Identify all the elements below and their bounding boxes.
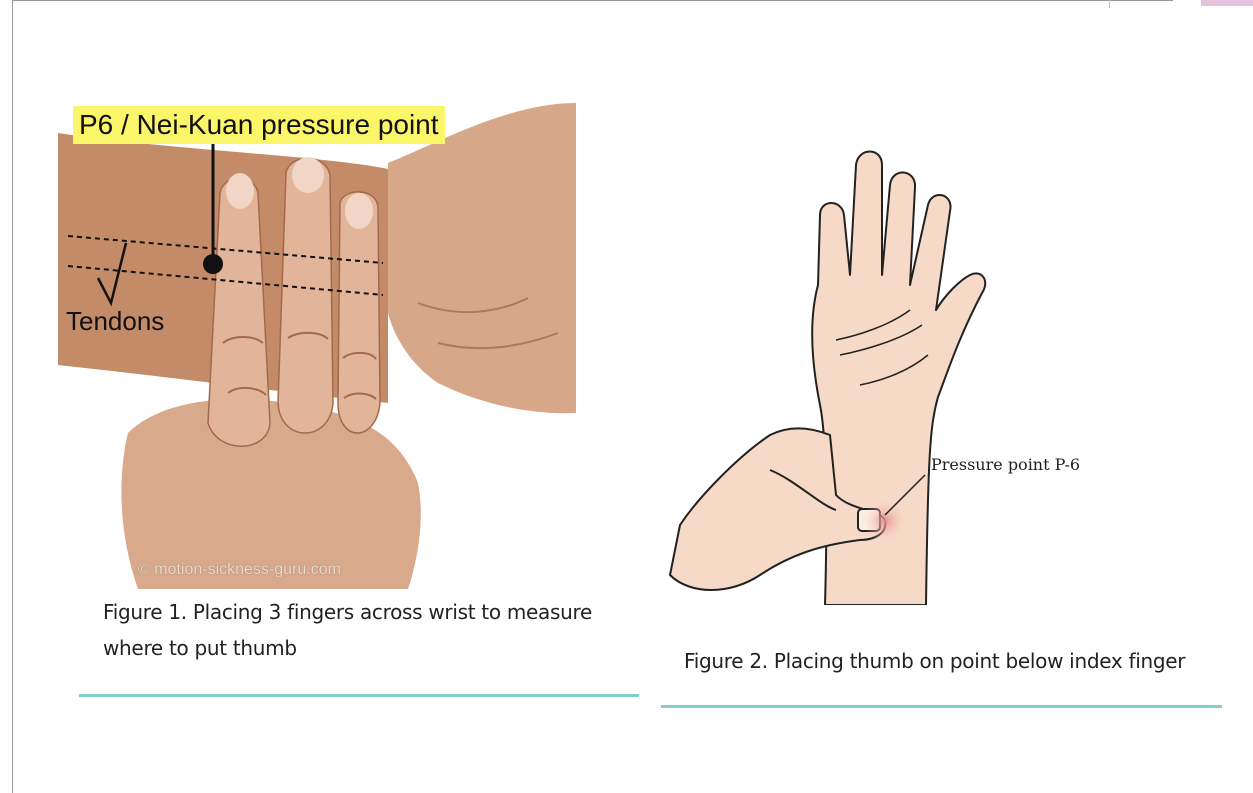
pressure-point-p6-label: Pressure point P-6 <box>931 455 1080 474</box>
figure2-illustration <box>660 135 1130 605</box>
figure1-divider <box>79 694 639 697</box>
tendons-label: Tendons <box>66 306 164 337</box>
figure2-divider <box>661 705 1222 708</box>
figure1-caption: Figure 1. Placing 3 fingers across wrist… <box>103 594 623 666</box>
corner-accent-tab <box>1173 0 1253 6</box>
pressure-point-label: P6 / Nei-Kuan pressure point <box>73 106 445 144</box>
corner-divider <box>1109 0 1110 8</box>
photo-watermark: © motion-sickness-guru.com <box>138 561 341 579</box>
figure1-photo <box>58 103 576 589</box>
figure2-caption: Figure 2. Placing thumb on point below i… <box>684 643 1224 679</box>
